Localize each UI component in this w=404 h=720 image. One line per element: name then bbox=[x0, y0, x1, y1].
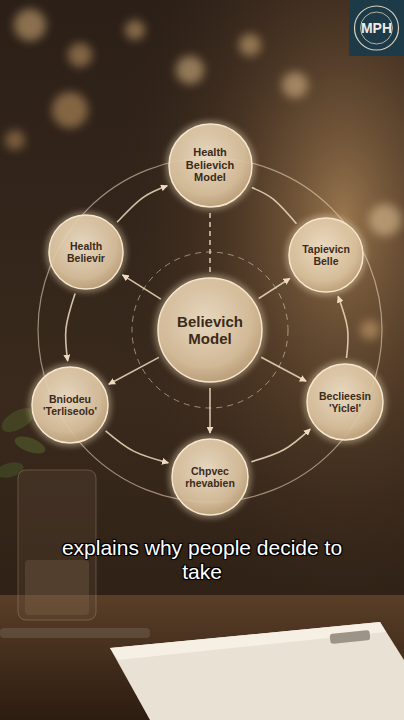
circle-glow bbox=[49, 215, 123, 289]
concept-circle: Tapievicn Belle bbox=[287, 216, 365, 294]
node-text-group: Chpvec rhevabien bbox=[179, 465, 241, 489]
node-label: Believich Model bbox=[168, 313, 252, 348]
connector-arrow bbox=[338, 296, 348, 358]
node-label: Bniodeu 'Terliseolo' bbox=[39, 393, 101, 417]
circle-glow bbox=[307, 364, 383, 440]
circle-fill bbox=[158, 278, 262, 382]
concept-circle: Chpvec rhevabien bbox=[170, 437, 250, 517]
connector-arrow bbox=[209, 388, 211, 433]
connector-arrow bbox=[261, 357, 306, 381]
node-label: Tapievicn Belle bbox=[296, 243, 356, 267]
connector-arrow bbox=[252, 188, 297, 224]
node-text-group: Tapievicn Belle bbox=[296, 243, 356, 267]
caption-box: explains why people decide to take bbox=[47, 536, 357, 584]
circle-glow bbox=[172, 439, 248, 515]
circle-fill bbox=[169, 124, 252, 207]
node-text-group: Beclieesin 'Yiclel' bbox=[314, 390, 376, 414]
node-label: Beclieesin 'Yiclel' bbox=[314, 390, 376, 414]
node-label: Health Believich Model bbox=[178, 146, 242, 184]
connector-arrow bbox=[259, 278, 290, 298]
circle-glow bbox=[32, 367, 108, 443]
circle-fill bbox=[32, 367, 108, 443]
circle-fill bbox=[289, 218, 363, 292]
logo-badge: MPH bbox=[349, 0, 404, 56]
concept-circle: Bniodeu 'Terliseolo' bbox=[30, 365, 110, 445]
node-text-group: Believich Model bbox=[168, 313, 252, 348]
concept-circle: Beclieesin 'Yiclel' bbox=[305, 362, 385, 442]
concept-circle: Health Believir bbox=[47, 213, 125, 291]
connector-arrow bbox=[209, 213, 211, 273]
circle-fill bbox=[49, 215, 123, 289]
logo-text: MPH bbox=[361, 20, 392, 36]
circle-glow bbox=[158, 278, 262, 382]
connector-arrow bbox=[66, 294, 76, 361]
hub-circle: Believich Model bbox=[156, 276, 264, 384]
circle-glow bbox=[289, 218, 363, 292]
connector-arrow bbox=[109, 357, 159, 384]
node-text-group: Health Believir bbox=[56, 240, 116, 264]
caption-text: explains why people decide to take bbox=[62, 536, 342, 583]
connector-arrow bbox=[117, 186, 167, 222]
circle-fill bbox=[307, 364, 383, 440]
connector-arrow bbox=[251, 429, 310, 462]
concept-circle: Health Believich Model bbox=[167, 122, 254, 209]
connector-arrow bbox=[122, 275, 161, 299]
connector-arrow bbox=[106, 431, 169, 463]
notebook bbox=[110, 622, 404, 720]
pen bbox=[0, 628, 150, 638]
node-text-group: Health Believich Model bbox=[178, 146, 242, 184]
node-label: Chpvec rhevabien bbox=[179, 465, 241, 489]
circle-glow bbox=[169, 124, 252, 207]
circle-fill bbox=[172, 439, 248, 515]
node-label: Health Believir bbox=[56, 240, 116, 264]
node-text-group: Bniodeu 'Terliseolo' bbox=[39, 393, 101, 417]
